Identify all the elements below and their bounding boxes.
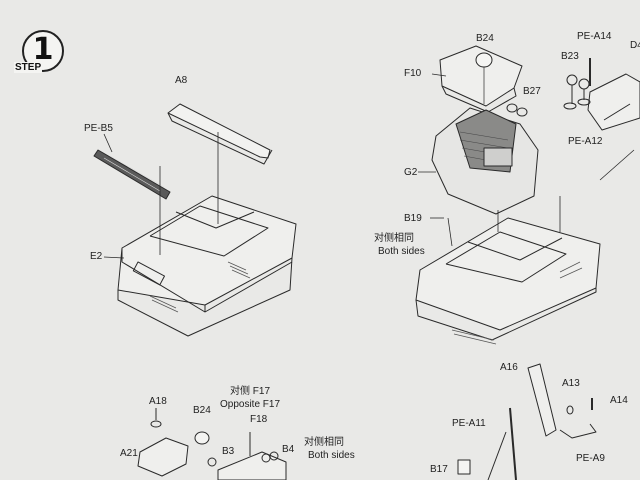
part-b23-pe-a14-d4	[563, 58, 640, 131]
label-both-sides-cn: 对侧相同	[374, 233, 414, 244]
step-badge: 1 STEP	[14, 30, 66, 78]
label-b4: B4	[282, 444, 295, 455]
label-a13: A13	[562, 378, 580, 389]
label-a14: A14	[610, 395, 628, 406]
label-e2: E2	[90, 251, 103, 262]
part-e2-hull	[117, 195, 297, 337]
label-pe-b5: PE-B5	[84, 123, 113, 134]
label-b24-low: B24	[193, 405, 211, 416]
label-b27: B27	[523, 86, 541, 97]
part-f10-cover	[439, 45, 523, 113]
label-both-sides-en: Both sides	[378, 246, 425, 257]
label-b3: B3	[222, 446, 235, 457]
label-pe-a14: PE-A14	[577, 31, 612, 42]
label-both-sides-2-en: Both sides	[308, 450, 355, 461]
label-a18: A18	[149, 396, 167, 407]
label-both-sides-2-cn: 对侧相同	[304, 437, 344, 448]
label-opposite-en: Opposite F17	[219, 399, 281, 410]
part-g2-turret	[431, 103, 539, 215]
label-pe-a9: PE-A9	[576, 453, 605, 464]
label-g2: G2	[404, 167, 418, 178]
label-b19: B19	[404, 213, 422, 224]
part-a16-lock	[457, 363, 597, 480]
part-right-hull	[415, 217, 601, 345]
label-b24-top: B24	[476, 33, 494, 44]
part-a8-plate	[167, 103, 273, 165]
part-a21-group	[137, 408, 287, 480]
label-a21: A21	[120, 448, 138, 459]
label-a8: A8	[175, 75, 188, 86]
label-pe-a12: PE-A12	[568, 136, 603, 147]
label-a16: A16	[500, 362, 518, 373]
label-f10: F10	[404, 68, 422, 79]
label-f18: F18	[250, 414, 268, 425]
label-d4: D4	[630, 40, 640, 51]
label-b17: B17	[430, 464, 448, 475]
label-pe-a11: PE-A11	[452, 418, 486, 429]
label-b23: B23	[561, 51, 579, 62]
label-opposite-cn: 对侧 F17	[229, 386, 271, 397]
step-word: STEP	[14, 62, 43, 73]
step-number: 1	[32, 32, 54, 67]
part-pe-b5-strip	[93, 149, 171, 200]
